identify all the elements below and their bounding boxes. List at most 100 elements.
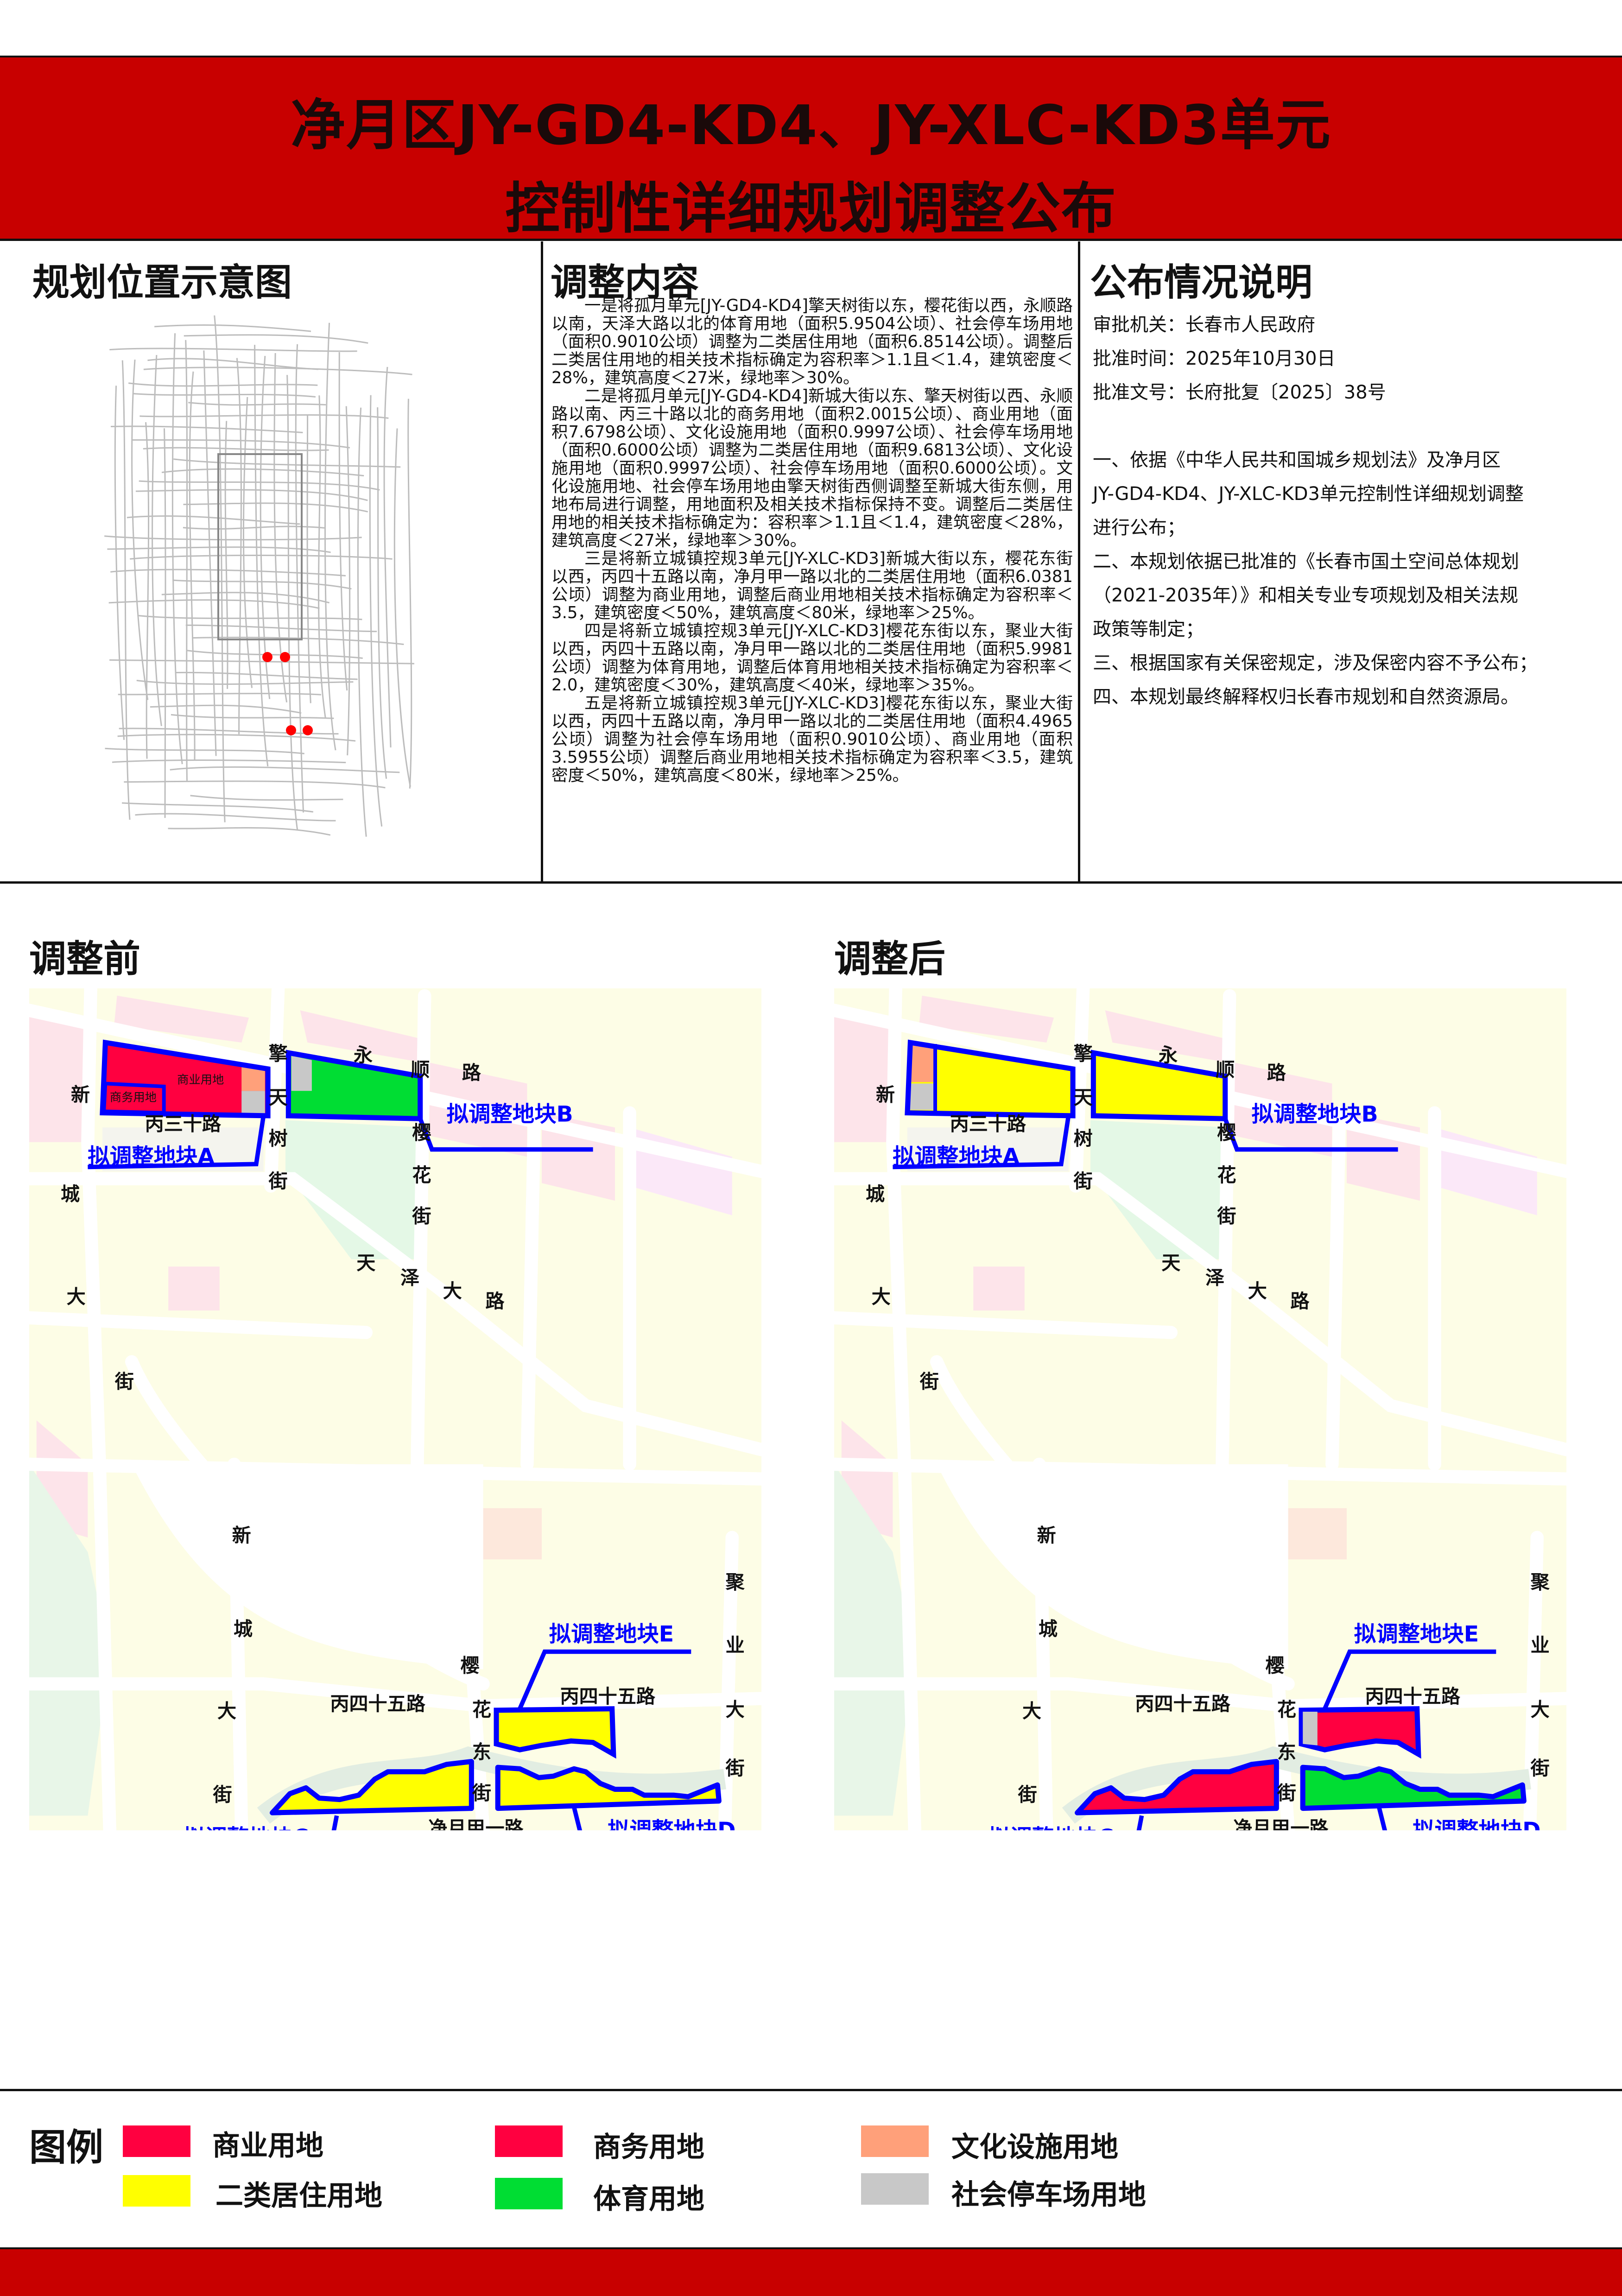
location-map-road	[137, 614, 362, 620]
map-land-block	[1090, 1120, 1230, 1259]
plot-b-label: 拟调整地块B	[1252, 1102, 1378, 1127]
road-label-xincheng: 大	[67, 1285, 86, 1308]
location-map-road	[383, 367, 392, 748]
location-map-road	[108, 599, 320, 609]
location-map-road	[121, 360, 131, 820]
road-label-juye: 大	[726, 1699, 745, 1721]
location-marker	[303, 725, 313, 735]
road-label-qingtianshu: 树	[1074, 1127, 1093, 1150]
road-label-qingtianshu: 擎	[269, 1043, 288, 1065]
plot-c-outline	[1075, 1758, 1279, 1815]
inline-label-business: 商务用地	[110, 1090, 157, 1104]
road-label-yinghua: 樱	[1217, 1121, 1236, 1144]
location-map-road	[152, 355, 162, 726]
map-road	[29, 1172, 761, 1456]
location-marker	[262, 652, 272, 662]
location-map-road	[393, 428, 411, 787]
map-river	[1062, 1746, 1531, 1824]
page-title-line1: 净月区JY-GD4-KD4、JY-XLC-KD3单元	[291, 93, 1331, 157]
road-label-yinghua: 街	[412, 1205, 431, 1227]
location-map-road	[143, 367, 412, 375]
road-label-xincheng: 城	[1039, 1618, 1058, 1640]
road-label-tianze: 大	[443, 1280, 462, 1302]
road-label-yinghuadong: 樱	[1266, 1655, 1285, 1677]
map-land-block	[285, 1120, 425, 1259]
plot-a-callout-line	[88, 1115, 266, 1170]
road-label-tianze: 天	[356, 1252, 375, 1274]
road-label-xincheng: 新	[71, 1083, 90, 1106]
location-map-road	[190, 795, 343, 801]
plot-d-callout-line	[1376, 1806, 1388, 1830]
road-label-yongshun: 顺	[411, 1059, 430, 1081]
location-map-road	[286, 375, 298, 830]
map-road	[1325, 1106, 1346, 1471]
location-map-road	[338, 352, 348, 691]
content-paragraph-4: 四是将新立城镇控规3单元[JY-XLC-KD3]樱花东街以东，聚业大街以西，丙四…	[551, 621, 1073, 695]
road-label-qingtianshu: 天	[269, 1087, 288, 1109]
road-label-yongshun: 永	[1159, 1044, 1178, 1066]
road-label-tianze: 路	[1290, 1290, 1310, 1312]
plot-b-parking-fill	[291, 1056, 312, 1091]
notice-line: 二、本规划依据已批准的《长春市国土空间总体规划	[1093, 551, 1519, 572]
road-label-tianze: 路	[485, 1290, 505, 1312]
road-label-juye: 业	[1531, 1634, 1550, 1656]
location-map-road	[133, 392, 316, 398]
location-map-road	[117, 734, 356, 742]
map-road	[834, 1677, 1566, 1713]
map-land-block	[834, 1010, 893, 1142]
location-map-road	[104, 535, 362, 541]
location-map-road	[203, 350, 217, 756]
location-map-road	[242, 397, 253, 688]
location-map-road	[184, 334, 368, 344]
column-divider	[541, 241, 543, 883]
location-map-roads	[104, 315, 414, 837]
legend-swatch-sports	[495, 2178, 563, 2209]
content-paragraph-3: 三是将新立城镇控规3单元[JY-XLC-KD3]新城大街以东，樱花东街以西，丙四…	[551, 549, 1073, 622]
content-paragraph-1: 一是将孤月单元[JY-GD4-KD4]擎天树街以东，樱花街以西，永顺路以南，天泽…	[551, 296, 1073, 387]
location-marker	[286, 725, 296, 735]
legend-title: 图例	[29, 2126, 103, 2169]
location-map-focus-area	[217, 453, 303, 640]
map-road	[834, 1311, 1178, 1339]
map-open-area	[132, 1464, 483, 1670]
location-map-road	[214, 315, 226, 822]
road-label-yinghuadong: 花	[472, 1699, 491, 1721]
location-map-road	[109, 348, 357, 352]
location-map-road	[122, 802, 314, 813]
plot-a-culture-fill	[909, 1044, 934, 1082]
plot-e-outline	[494, 1706, 616, 1759]
road-label-xincheng: 街	[1018, 1784, 1037, 1806]
road-label-qingtianshu: 街	[1073, 1170, 1093, 1192]
road-label-juye: 大	[1531, 1699, 1550, 1721]
plot-d-callout-line	[571, 1806, 583, 1830]
road-label-yongshun: 路	[1267, 1062, 1286, 1084]
map-land-block	[114, 995, 249, 1043]
location-map-road	[143, 447, 329, 451]
road-label-tianze: 泽	[1205, 1266, 1224, 1289]
map-land-block	[300, 1010, 425, 1062]
plot-a-culture-fill	[241, 1064, 265, 1091]
location-map-road	[377, 407, 387, 779]
location-map-road	[345, 406, 351, 756]
plot-b-label: 拟调整地块B	[447, 1102, 573, 1127]
legend-label-residential: 二类居住用地	[215, 2180, 382, 2212]
plot-d-outline	[1300, 1765, 1527, 1811]
plot-a-main-fill	[907, 1042, 1073, 1116]
location-map-road	[183, 502, 368, 512]
approval-authority: 审批机关：长春市人民政府	[1093, 314, 1315, 335]
map-open-area	[937, 1464, 1288, 1670]
road-label-yinghua: 花	[412, 1164, 431, 1186]
map-callouts	[88, 1115, 691, 1830]
map-road	[411, 989, 431, 1471]
after-map-title: 调整后	[834, 937, 945, 980]
road-label-juye: 街	[1530, 1757, 1550, 1779]
location-map-road	[124, 780, 386, 789]
road-label-bing45: 丙四十五路	[560, 1685, 656, 1708]
location-map-road	[114, 386, 125, 740]
plot-b-main-fill	[1093, 1053, 1225, 1119]
location-map-road	[185, 624, 377, 633]
legend-label-sports: 体育用地	[593, 2183, 704, 2215]
location-marker	[280, 652, 290, 662]
map-land-block	[907, 1127, 1069, 1171]
plot-e-label: 拟调整地块E	[1354, 1621, 1479, 1647]
